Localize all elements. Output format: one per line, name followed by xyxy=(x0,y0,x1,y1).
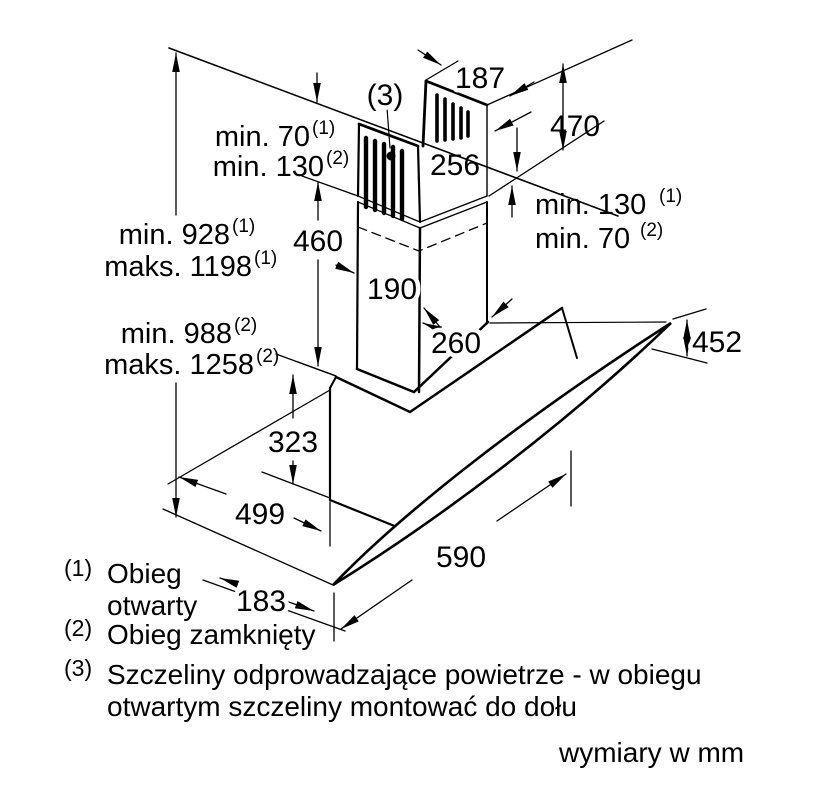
dim-arrow-256-upper xyxy=(494,111,532,132)
canopy-right-cap-edge xyxy=(561,307,578,359)
chimney-joint-line xyxy=(357,195,488,223)
chimney-right-face-left-edge xyxy=(421,79,428,148)
clearance-r-line1: min. 130 xyxy=(535,189,646,221)
dim-260-label: 260 xyxy=(431,327,481,360)
canopy-glass-junction-line xyxy=(489,321,667,324)
canopy-bottom-edge xyxy=(328,498,404,531)
clearance-tl-line2: min. 130 xyxy=(213,151,324,183)
canopy-top-inner-edge xyxy=(355,320,490,394)
dim-452-label: 452 xyxy=(692,326,742,359)
footnote-2-mark: (2) xyxy=(64,615,92,641)
canopy-top-outer-edge xyxy=(334,306,564,414)
vent-leader-dot xyxy=(386,151,396,161)
dim-187-label: 187 xyxy=(455,62,505,95)
dim-line-590-right xyxy=(496,473,567,522)
dim-460-label: 460 xyxy=(293,225,343,258)
chimney-front-corner-upper xyxy=(416,144,422,224)
dim-line-499-right xyxy=(293,517,322,532)
vent-leader-line xyxy=(386,107,391,149)
ceiling-line xyxy=(168,47,619,217)
canopy-left-top-link xyxy=(329,376,337,389)
ref-line-open-circulation xyxy=(162,508,334,586)
chimney-joint-collar xyxy=(357,201,488,229)
chimney-lower-left-edge xyxy=(355,200,360,371)
units-note: wymiary w mm xyxy=(558,737,744,768)
chimney-lower-section xyxy=(355,200,488,394)
height-open-min: min. 928 xyxy=(119,219,230,251)
ext-line-499-left xyxy=(167,389,331,485)
height-open-max: maks. 1198 xyxy=(104,251,252,283)
height-closed-max: maks. 1258 xyxy=(104,349,254,381)
ext-line-187-left xyxy=(425,60,459,81)
dim-arrow-187-right xyxy=(509,81,535,97)
chimney-left-face-left-edge xyxy=(356,122,361,198)
height-closed-min: min. 988 xyxy=(121,318,232,350)
height-open-max-sup: (1) xyxy=(254,248,277,269)
footnotes: (1) Obieg otwarty (2) Obieg zamknięty (3… xyxy=(64,555,744,768)
ext-line-323-top xyxy=(275,353,337,377)
clearance-tl-line1: min. 70 xyxy=(215,121,310,153)
footnote-1-line2: otwarty xyxy=(107,590,197,621)
footnote-1-mark: (1) xyxy=(64,555,92,581)
vent-slots-right-icon xyxy=(435,93,470,143)
glass-panel xyxy=(332,321,672,587)
dim-line-499-left xyxy=(178,476,227,495)
ext-line-470-bottom xyxy=(488,120,605,197)
footnote-2-text: Obieg zamknięty xyxy=(107,619,316,650)
chimney-lower-front-corner xyxy=(417,226,422,394)
height-closed-min-sup: (2) xyxy=(234,315,257,336)
height-range-closed-label: min. 988 (2) maks. 1258 (2) xyxy=(104,315,279,381)
dim-line-183-right xyxy=(285,600,315,612)
clearance-tl-line1-sup: (1) xyxy=(312,118,335,139)
dim-256-label: 256 xyxy=(430,149,480,182)
dim-arrow-260-lower xyxy=(491,298,513,318)
dim-470-label: 470 xyxy=(550,110,600,143)
ext-line-187-right xyxy=(486,39,633,106)
dim-590-label: 590 xyxy=(436,541,486,574)
clearance-right-label: min. 130 (1) min. 70 (2) xyxy=(535,186,682,255)
footnote-1-line1: Obieg xyxy=(107,558,182,589)
dim-499-label: 499 xyxy=(235,498,285,531)
ext-line-452-top xyxy=(672,308,707,320)
dim-arrow-187-left xyxy=(417,49,442,66)
vent-slots-left-icon xyxy=(363,135,405,222)
dim-line-590-left xyxy=(340,579,413,630)
height-range-open-label: min. 928 (1) maks. 1198 (1) xyxy=(104,216,277,283)
ext-line-452-bottom xyxy=(651,348,708,364)
footnote-3-line2: otwartym szczeliny montować do dołu xyxy=(107,691,577,722)
ref-line-closed-circulation xyxy=(202,579,346,632)
ext-line-323-bottom xyxy=(261,471,331,499)
height-closed-max-sup: (2) xyxy=(256,346,279,367)
clearance-tl-line2-sup: (2) xyxy=(326,148,349,169)
clearance-r-line2: min. 70 xyxy=(535,223,630,255)
ext-line-460-top xyxy=(301,175,359,197)
footnote-3-line1: Szczeliny odprowadzające powietrze - w o… xyxy=(107,659,702,690)
vent-mark-label: (3) xyxy=(367,79,404,112)
dim-183-label: 183 xyxy=(236,585,286,618)
clearance-top-left-label: min. 70 (1) min. 130 (2) xyxy=(213,118,349,183)
clearance-r-line2-sup: (2) xyxy=(640,220,663,241)
dim-arrow-190-left xyxy=(335,261,355,274)
dim-line-183-left xyxy=(219,577,240,588)
footnote-3-mark: (3) xyxy=(64,655,92,681)
chimney-right-face-top-edge xyxy=(424,79,489,107)
clearance-r-line1-sup: (1) xyxy=(659,186,682,207)
canopy-body xyxy=(328,306,667,531)
dim-190-label: 190 xyxy=(367,273,417,306)
dim-323-label: 323 xyxy=(268,426,318,459)
height-open-min-sup: (1) xyxy=(232,216,255,237)
dim-arrow-260-upper xyxy=(423,307,441,328)
